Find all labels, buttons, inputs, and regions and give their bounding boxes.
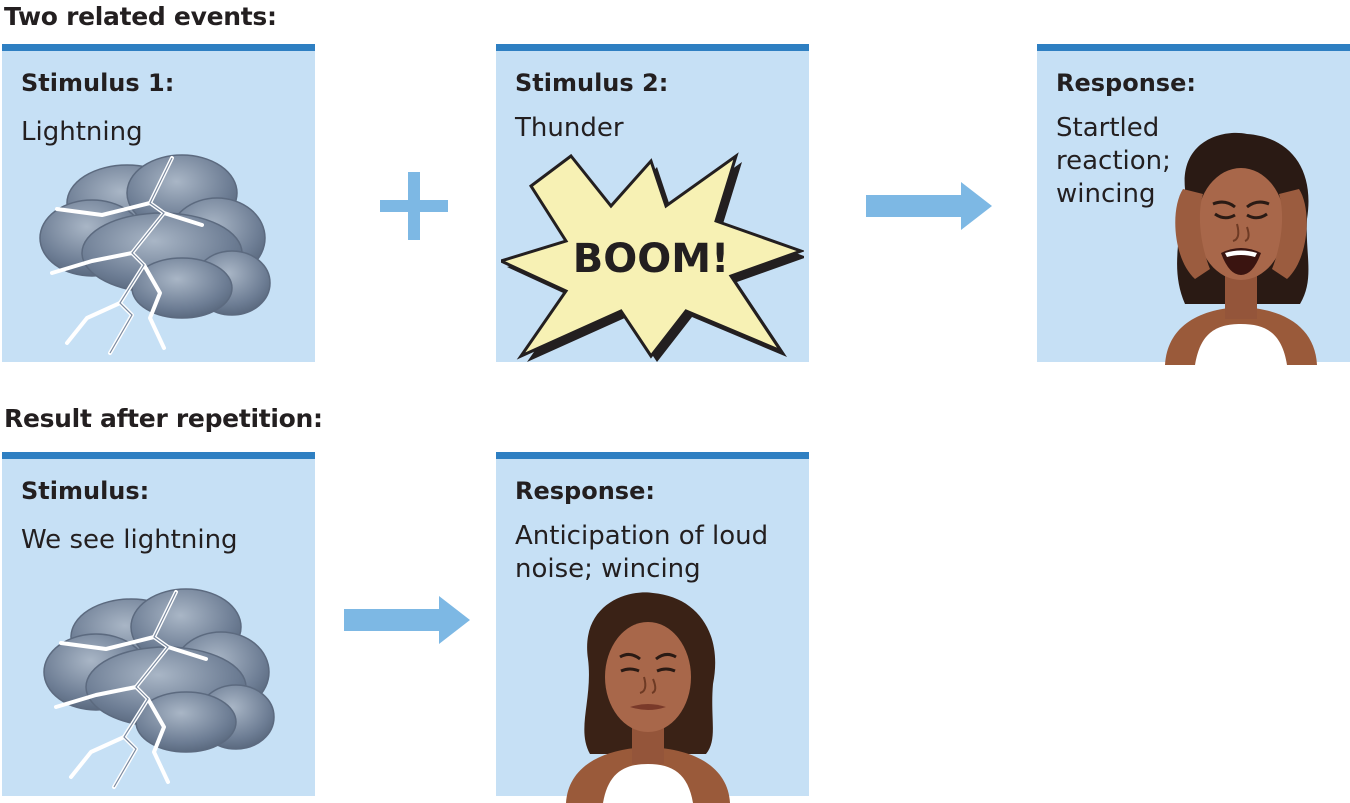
stimulus-1-heading: Stimulus 1: [21,69,175,97]
stimulus-heading: Stimulus: [21,477,150,505]
stimulus-2-text: Thunder [515,113,624,143]
startled-woman-icon [1165,132,1317,365]
storm-cloud-lightning-icon [39,154,271,355]
stimulus-2-panel: Stimulus 2: Thunder BOOM! [496,44,809,362]
stimulus-1-panel: Stimulus 1: Lightning [2,44,315,362]
arrow-right-icon [866,182,992,230]
stimulus-2-heading: Stimulus 2: [515,69,669,97]
section-title-result-after-repetition: Result after repetition: [4,404,323,433]
response-1-heading: Response: [1056,69,1196,97]
response-2-panel: Response: Anticipation of loud noise; wi… [496,452,809,803]
wincing-woman-icon [566,592,730,803]
arrow-right-icon [344,596,470,644]
stimulus-text: We see lightning [21,525,238,555]
response-1-text: Startled reaction; wincing [1056,113,1171,209]
response-2-text: Anticipation of loud noise; wincing [515,521,769,584]
stimulus-1-text: Lightning [21,117,143,147]
stimulus-panel: Stimulus: We see lightning [2,452,315,796]
boom-text: BOOM! [573,236,730,282]
response-2-heading: Response: [515,477,655,505]
storm-cloud-lightning-icon [43,588,275,789]
explosion-burst-icon: BOOM! [501,152,804,362]
response-1-panel: Response: Startled reaction; wincing [1037,44,1350,365]
plus-icon [380,172,448,240]
section-title-two-related-events: Two related events: [4,2,277,31]
